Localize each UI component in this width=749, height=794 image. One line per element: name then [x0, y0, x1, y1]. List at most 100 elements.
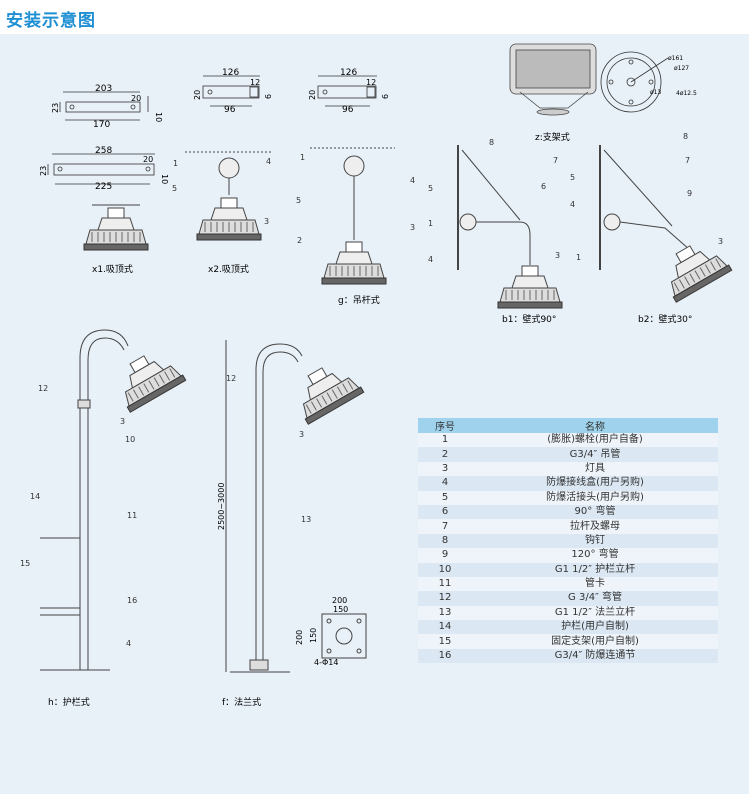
svg-text:11: 11	[127, 511, 137, 520]
row-name: 护栏(用户自制)	[472, 620, 718, 635]
row-name: 90° 弯管	[472, 504, 718, 520]
table-row: 1(膨胀)螺栓(用户自备)	[418, 433, 718, 448]
view-label-f: f：法兰式	[222, 696, 261, 708]
dim-20d: 20	[308, 90, 317, 100]
svg-text:3: 3	[120, 417, 125, 426]
dim-126a: 126	[222, 68, 239, 78]
floodlight-bracket-drawing	[509, 43, 597, 116]
svg-text:1: 1	[173, 159, 178, 168]
svg-text:14: 14	[30, 492, 40, 501]
svg-text:2: 2	[297, 236, 302, 245]
row-no: 3	[418, 461, 472, 477]
dim-phi161: ø161	[668, 55, 683, 62]
dim-12b: 12	[366, 78, 376, 87]
view-label-g: g：吊杆式	[338, 294, 380, 306]
dim-9b: 9	[380, 94, 389, 99]
row-name: G1 1/2″ 法兰立杆	[472, 605, 718, 621]
bracket-258-drawing	[47, 153, 155, 185]
dim-23a: 23	[51, 103, 60, 113]
dim-f150b: 150	[309, 628, 318, 643]
row-no: 14	[418, 620, 472, 635]
view-label-h: h：护栏式	[48, 696, 90, 708]
svg-text:16: 16	[127, 596, 137, 605]
dim-23b: 23	[39, 166, 48, 176]
svg-text:12: 12	[38, 384, 48, 393]
row-name: 120° 弯管	[472, 548, 718, 563]
dim-20b: 20	[143, 155, 153, 164]
dim-f200a: 200	[332, 596, 347, 605]
dim-10b: 10	[160, 174, 169, 184]
row-no: 6	[418, 504, 472, 520]
row-no: 16	[418, 648, 472, 664]
svg-text:8: 8	[489, 138, 494, 147]
dim-phi127: ø127	[674, 65, 689, 72]
page-title: 安装示意图	[6, 11, 96, 31]
dim-holes: 4ø12.5	[676, 90, 697, 97]
row-no: 8	[418, 533, 472, 549]
row-name: G1 1/2″ 护栏立杆	[472, 562, 718, 577]
view-label-x2: x2.吸顶式	[208, 263, 249, 275]
svg-text:3: 3	[410, 223, 415, 232]
row-no: 4	[418, 476, 472, 491]
dim-258: 258	[95, 146, 112, 156]
dim-126b: 126	[340, 68, 357, 78]
svg-text:5: 5	[570, 173, 575, 182]
diagram-panel	[0, 34, 749, 794]
svg-text:3: 3	[264, 217, 269, 226]
row-name: 拉杆及螺母	[472, 519, 718, 534]
row-name: G 3/4″ 弯管	[472, 591, 718, 606]
bracket-126-drawing-1	[202, 75, 260, 107]
svg-text:9: 9	[687, 189, 692, 198]
dim-225: 225	[95, 182, 112, 192]
row-no: 13	[418, 605, 472, 621]
svg-text:5: 5	[428, 184, 433, 193]
row-no: 11	[418, 576, 472, 592]
svg-text:5: 5	[296, 196, 301, 205]
bracket-203-drawing	[59, 91, 149, 121]
view-label-z: z:支架式	[535, 131, 570, 143]
row-name: 灯具	[472, 461, 718, 477]
h-guardrail-lamp	[40, 329, 187, 671]
row-name: 防爆接线盒(用户另购)	[472, 476, 718, 491]
b1-wall-lamp	[457, 145, 563, 309]
dim-phi13: ø13	[650, 89, 661, 96]
svg-text:4: 4	[266, 157, 271, 166]
row-no: 12	[418, 591, 472, 606]
dim-height: 2500~3000	[217, 483, 226, 530]
x1-ceiling-lamp	[83, 204, 149, 251]
row-name: G3/4″ 吊管	[472, 447, 718, 462]
view-label-b2: b2：壁式30°	[638, 313, 692, 325]
svg-text:3: 3	[718, 237, 723, 246]
svg-text:6: 6	[541, 182, 546, 191]
dim-f200b: 200	[295, 630, 304, 645]
dim-12a: 12	[250, 78, 260, 87]
row-name: G3/4″ 防爆连通节	[472, 648, 718, 664]
row-no: 5	[418, 490, 472, 505]
table-header-name: 名称	[472, 418, 718, 433]
dim-20a: 20	[131, 94, 141, 103]
svg-text:12: 12	[226, 374, 236, 383]
svg-text:3: 3	[299, 430, 304, 439]
bracket-126-drawing-2	[317, 75, 377, 107]
svg-text:13: 13	[301, 515, 311, 524]
row-name: 钩钉	[472, 533, 718, 549]
dim-203: 203	[95, 84, 112, 94]
b2-wall-lamp	[599, 145, 733, 303]
row-no: 10	[418, 562, 472, 577]
svg-text:15: 15	[20, 559, 30, 568]
row-no: 1	[418, 433, 472, 448]
view-label-b1: b1：壁式90°	[502, 313, 556, 325]
